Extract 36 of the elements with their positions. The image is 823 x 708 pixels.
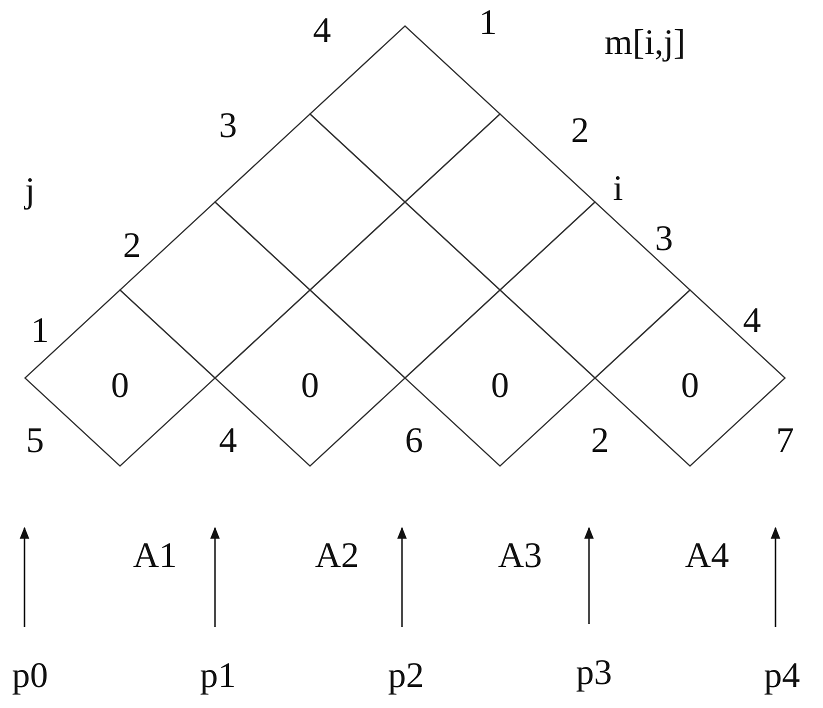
diamond-cell (25, 290, 215, 466)
matrix-dimension-label: p4 (764, 657, 800, 693)
matrix-label: A2 (315, 537, 359, 573)
matrix-dimension-label: p3 (576, 654, 612, 690)
arrow (210, 526, 220, 627)
diamond-cell (215, 290, 405, 466)
diagonal-index: 2 (123, 227, 141, 263)
diagonal-index: 2 (571, 112, 589, 148)
arrow (20, 526, 30, 627)
dimension-value: 7 (776, 422, 794, 458)
dimension-value: 6 (405, 422, 423, 458)
cell-value: 0 (680, 367, 700, 404)
cell-value: 0 (490, 367, 510, 404)
matrix-label: A3 (498, 537, 542, 573)
table-title: m[i,j] (604, 24, 686, 60)
diagonal-index: 4 (313, 12, 331, 48)
diagonal-index: 1 (479, 4, 497, 40)
matrix-label: A4 (685, 537, 729, 573)
dimension-value: 2 (591, 422, 609, 458)
matrix-label: A1 (133, 537, 177, 573)
cell-value: 0 (110, 367, 130, 404)
axis-label: j (25, 172, 36, 208)
arrow (770, 526, 780, 627)
axis-label: i (613, 170, 624, 206)
diagonal-index: 3 (219, 107, 237, 143)
diagonal-index: 4 (743, 302, 761, 338)
dimension-value: 4 (219, 422, 237, 458)
diagonal-index: 1 (31, 312, 49, 348)
arrow (584, 526, 594, 624)
matrix-dimension-label: p2 (388, 657, 424, 693)
dimension-value: 5 (26, 422, 44, 458)
diagonal-index: 3 (655, 220, 673, 256)
matrix-dimension-label: p1 (200, 657, 236, 693)
arrow (397, 526, 407, 627)
matrix-dimension-label: p0 (12, 657, 48, 693)
cell-value: 0 (300, 367, 320, 404)
